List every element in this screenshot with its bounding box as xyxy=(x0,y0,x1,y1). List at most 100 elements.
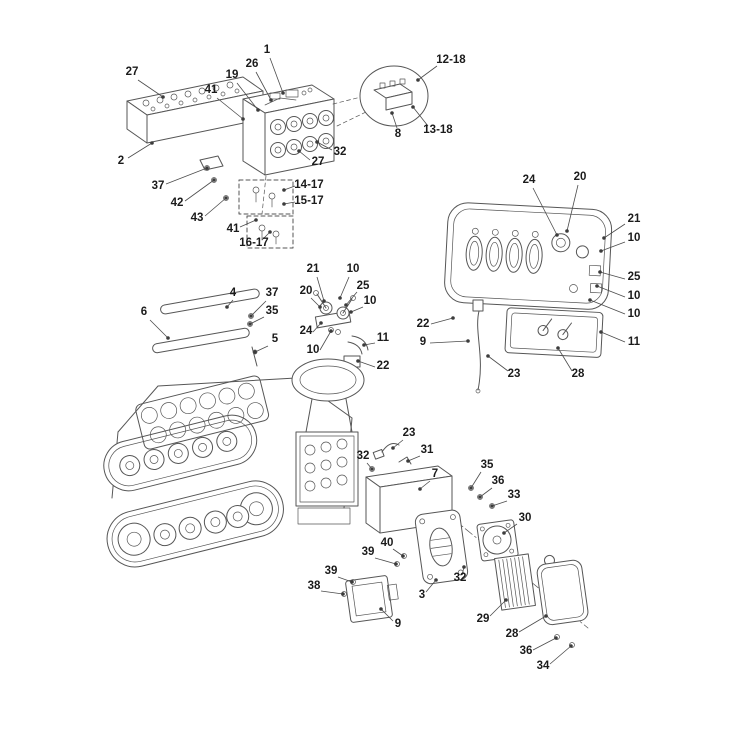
control-panel xyxy=(444,202,613,310)
leader-dot xyxy=(599,330,603,334)
part-label-4: 4 xyxy=(230,287,237,299)
leader-line xyxy=(255,71,272,101)
leader-dot xyxy=(588,298,592,302)
part-23-hose xyxy=(372,443,412,465)
part-label-28: 28 xyxy=(506,628,519,640)
leader-dot xyxy=(224,196,228,200)
leader-dot xyxy=(344,303,348,307)
screws-35-36-33 xyxy=(468,485,495,509)
part-label-23: 23 xyxy=(403,427,416,439)
leader-dot xyxy=(329,329,333,333)
leader-line xyxy=(417,65,438,81)
leader-line xyxy=(339,276,350,299)
part-label-7: 7 xyxy=(432,468,438,480)
leader-line xyxy=(204,197,227,217)
part-label-16-17: 16-17 xyxy=(239,237,268,249)
part-2-battery-rail xyxy=(126,76,264,144)
leader-line xyxy=(518,615,547,633)
part-label-10: 10 xyxy=(307,344,320,356)
leader-dot xyxy=(598,270,602,274)
leader-dot xyxy=(225,305,229,309)
leader-dot xyxy=(469,486,473,490)
part-label-27: 27 xyxy=(126,66,139,78)
leader-line xyxy=(589,299,626,315)
leader-dot xyxy=(595,284,599,288)
leader-line xyxy=(430,317,454,325)
leader-dot xyxy=(269,98,273,102)
part-label-31: 31 xyxy=(421,444,434,456)
part-28-tank xyxy=(536,554,589,626)
leader-dot xyxy=(256,108,260,112)
part-label-42: 42 xyxy=(171,197,184,209)
leader-dot xyxy=(490,504,494,508)
part-label-10: 10 xyxy=(628,232,641,244)
part-label-10: 10 xyxy=(628,308,641,320)
leader-dot xyxy=(599,249,603,253)
leader-dot xyxy=(569,644,573,648)
part-label-41: 41 xyxy=(227,223,240,235)
part-label-35: 35 xyxy=(481,459,494,471)
leader-line xyxy=(149,319,169,339)
leader-dot xyxy=(434,578,438,582)
leader-line xyxy=(216,97,244,120)
leader-line xyxy=(407,455,421,462)
part-label-9: 9 xyxy=(420,336,426,348)
part-label-37: 37 xyxy=(152,180,165,192)
leader-line xyxy=(320,590,344,595)
leader-dot xyxy=(349,310,353,314)
leader-line xyxy=(603,223,626,239)
part-label-6: 6 xyxy=(141,306,147,318)
leader-dot xyxy=(241,117,245,121)
leader-line xyxy=(250,300,267,317)
leader-dot xyxy=(318,305,322,309)
handlebar xyxy=(291,358,365,433)
part-label-21: 21 xyxy=(628,213,641,225)
crawler-vehicle xyxy=(103,358,365,568)
part-label-21: 21 xyxy=(307,263,320,275)
leader-line xyxy=(380,608,394,622)
part-label-41: 41 xyxy=(205,84,218,96)
detail-box-fittings xyxy=(238,175,294,249)
leader-line xyxy=(184,179,215,202)
leader-dot xyxy=(281,91,285,95)
leader-dot xyxy=(370,467,374,471)
leader-line xyxy=(127,142,153,159)
leader-dot xyxy=(544,614,548,618)
leader-line xyxy=(503,523,518,534)
leader-dot xyxy=(466,339,470,343)
part-label-32: 32 xyxy=(357,450,370,462)
part-label-5: 5 xyxy=(272,333,279,345)
part-label-33: 33 xyxy=(508,489,521,501)
screw-32 xyxy=(369,466,375,472)
part-label-2: 2 xyxy=(118,155,124,167)
rail-fasteners xyxy=(199,155,229,201)
leader-line xyxy=(391,112,398,129)
leader-line xyxy=(137,79,164,98)
leader-dot xyxy=(212,178,216,182)
leader-line xyxy=(239,219,257,228)
part-label-1: 1 xyxy=(264,44,271,56)
leader-line xyxy=(345,291,358,306)
part-6-cylinder xyxy=(152,327,250,354)
leader-dot xyxy=(350,580,354,584)
leader-dot xyxy=(406,459,410,463)
leader-dot xyxy=(319,321,323,325)
part-label-3: 3 xyxy=(419,589,425,601)
part-label-19: 19 xyxy=(226,69,239,81)
leader-line xyxy=(236,82,259,111)
leader-dot xyxy=(253,350,257,354)
leader-line xyxy=(312,322,322,333)
track-front xyxy=(106,480,284,568)
part-label-22: 22 xyxy=(377,360,390,372)
callout-labels: 2723742434119261322714-1715-174116-1712-… xyxy=(118,44,641,672)
leader-dot xyxy=(486,354,490,358)
leader-dot xyxy=(451,316,455,320)
cylinder-pins xyxy=(247,313,258,367)
leader-line xyxy=(419,480,431,490)
part-label-12-18: 12-18 xyxy=(436,54,466,66)
part-label-34: 34 xyxy=(537,660,550,672)
part-label-20: 20 xyxy=(574,171,587,183)
leader-dot xyxy=(338,296,342,300)
leader-dot xyxy=(502,531,506,535)
